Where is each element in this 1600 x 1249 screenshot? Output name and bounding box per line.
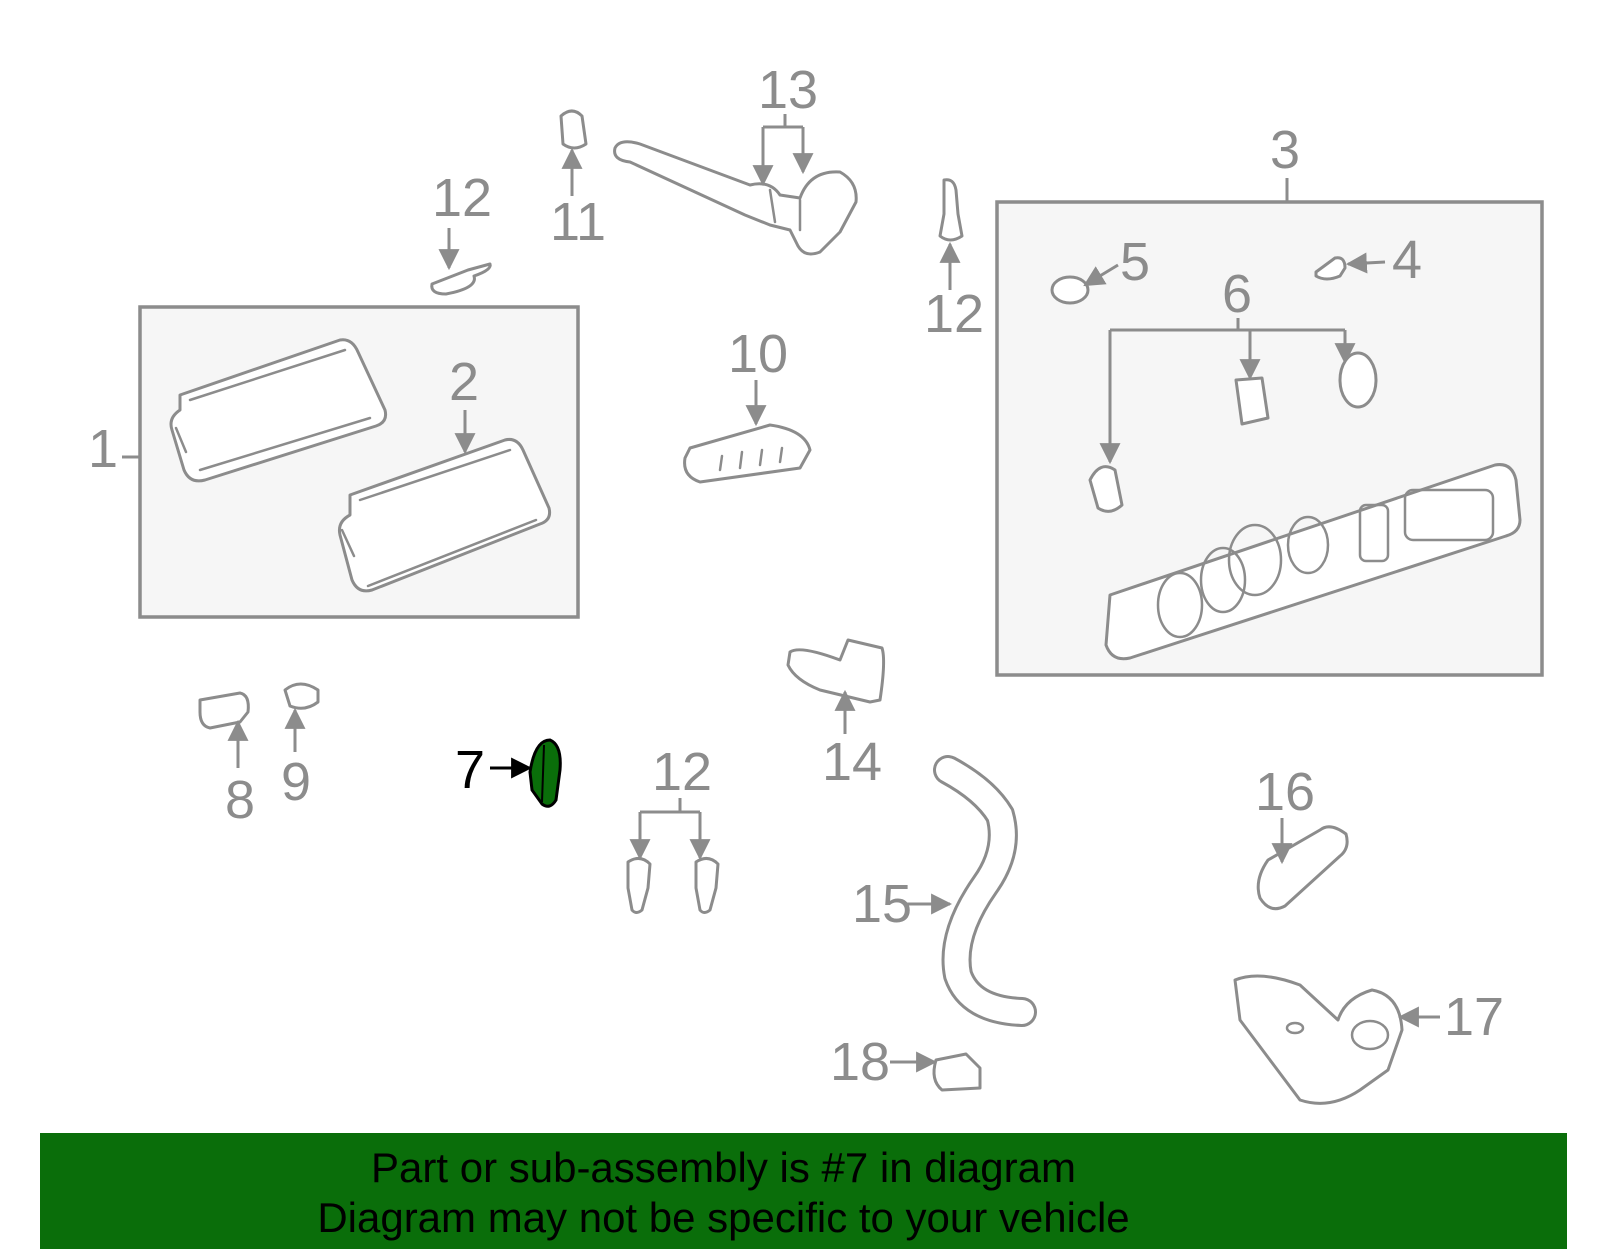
part-11-bulb[interactable]	[559, 109, 588, 150]
callout-3[interactable]: 3	[1270, 120, 1300, 180]
callout-1[interactable]: 1	[88, 419, 118, 479]
callout-18[interactable]: 18	[830, 1032, 890, 1092]
part-18-clip[interactable]	[932, 1052, 982, 1092]
callout-10[interactable]: 10	[728, 324, 788, 384]
callout-14[interactable]: 14	[822, 732, 882, 792]
part-1-panel[interactable]	[169, 338, 388, 483]
part-14-bracket[interactable]	[786, 638, 886, 704]
part-12-bulb-c1[interactable]	[626, 857, 652, 914]
callout-11[interactable]: 11	[550, 192, 606, 252]
callout-12-c[interactable]: 12	[652, 742, 712, 802]
part-16-bulb[interactable]	[1256, 825, 1349, 911]
callout-12-b[interactable]: 12	[924, 284, 984, 344]
callout-5[interactable]: 5	[1120, 232, 1150, 292]
callout-13[interactable]: 13	[758, 60, 818, 120]
part-5-bulb[interactable]	[1050, 275, 1090, 305]
part-10-vent[interactable]	[683, 423, 812, 484]
part-8-switch[interactable]	[198, 691, 250, 730]
part-15-hose[interactable]	[933, 755, 1037, 1027]
callout-8[interactable]: 8	[225, 770, 255, 830]
part-12-bulb-c2[interactable]	[694, 857, 720, 914]
callout-7[interactable]: 7	[455, 740, 485, 800]
part-3-housing[interactable]	[1104, 463, 1522, 661]
banner-line-2: Diagram may not be specific to your vehi…	[317, 1194, 1130, 1241]
callout-6[interactable]: 6	[1222, 264, 1252, 324]
part-9-knob[interactable]	[283, 682, 320, 710]
callout-12-a[interactable]: 12	[432, 168, 492, 228]
callout-9[interactable]: 9	[281, 752, 311, 812]
callout-15[interactable]: 15	[852, 874, 912, 934]
part-6-socket-c[interactable]	[1338, 351, 1378, 409]
banner-line-1: Part or sub-assembly is #7 in diagram	[371, 1144, 1076, 1191]
part-7-highlighted[interactable]	[528, 738, 562, 808]
part-6-socket-a[interactable]	[1088, 465, 1124, 513]
callout-17[interactable]: 17	[1444, 987, 1504, 1047]
callout-16[interactable]: 16	[1255, 762, 1315, 822]
part-2-panel[interactable]	[338, 438, 552, 593]
callout-2[interactable]: 2	[449, 352, 479, 412]
part-12-bulb-b[interactable]	[938, 178, 964, 242]
callout-4[interactable]: 4	[1392, 230, 1422, 290]
info-banner: Part or sub-assembly is #7 in diagram Di…	[40, 1133, 1567, 1249]
part-4-clip[interactable]	[1314, 256, 1347, 281]
part-17-bracket[interactable]	[1233, 974, 1404, 1105]
part-6-socket-b[interactable]	[1234, 376, 1270, 426]
part-13-switch-lever[interactable]	[613, 140, 858, 256]
part-12-bulb-a[interactable]	[430, 262, 492, 296]
